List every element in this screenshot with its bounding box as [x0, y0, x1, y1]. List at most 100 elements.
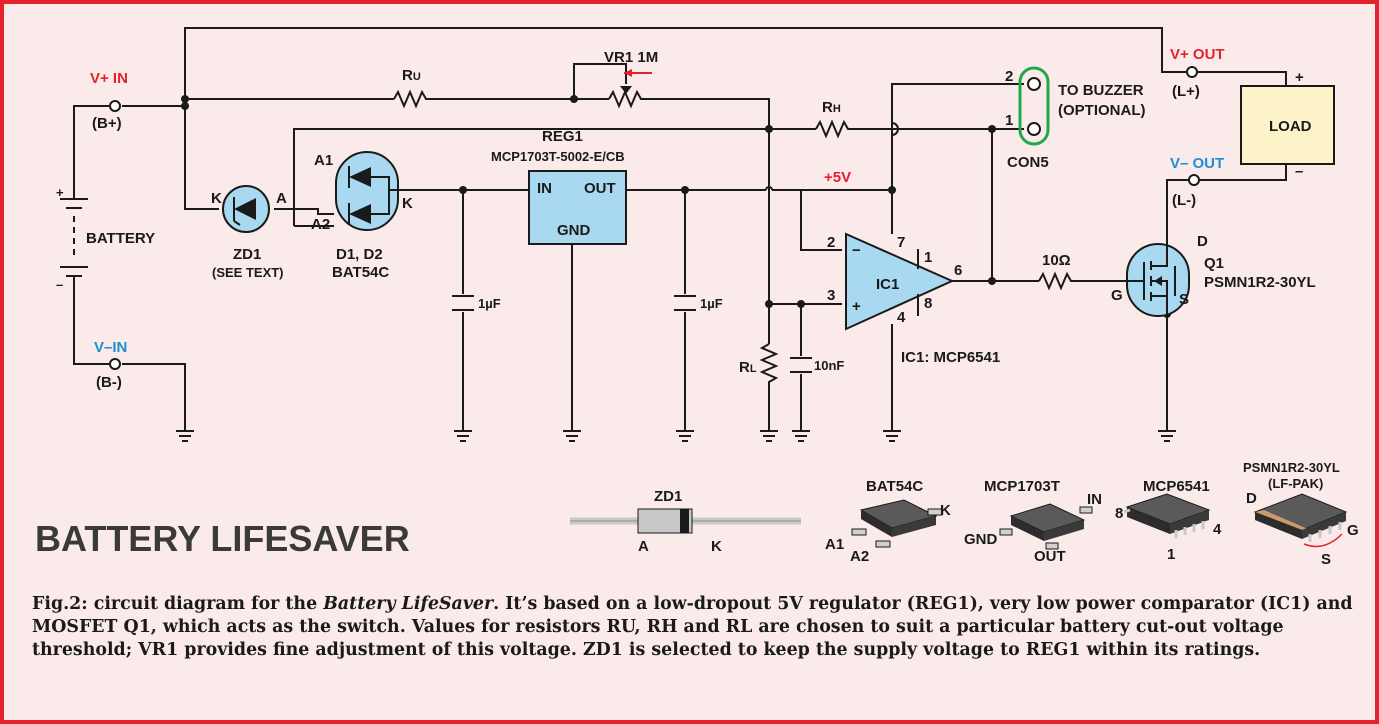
svg-text:MCP1703T: MCP1703T: [984, 478, 1060, 495]
capacitor-c1: 1µF: [452, 295, 501, 311]
svg-text:IN: IN: [537, 180, 552, 197]
terminal-v-plus-in: V+ IN (B+): [90, 70, 128, 132]
svg-text:G: G: [1347, 522, 1359, 539]
package-zd1: ZD1 A K: [570, 488, 801, 555]
ground-symbols: [176, 430, 1176, 442]
diagram-title: BATTERY LIFESAVER: [35, 518, 410, 559]
svg-text:(LF-PAK): (LF-PAK): [1268, 476, 1323, 491]
svg-text:8: 8: [924, 295, 932, 312]
svg-text:K: K: [940, 502, 951, 519]
svg-text:A2: A2: [850, 548, 869, 565]
svg-text:(L+): (L+): [1172, 83, 1200, 100]
zener-zd1: K A ZD1 (SEE TEXT): [211, 185, 287, 280]
resistor-ru: RU: [393, 67, 429, 109]
svg-text:(OPTIONAL): (OPTIONAL): [1058, 102, 1146, 119]
svg-text:ZD1: ZD1: [654, 488, 682, 505]
svg-text:REG1: REG1: [542, 128, 583, 145]
svg-text:A1: A1: [314, 152, 333, 169]
svg-text:Q1: Q1: [1204, 255, 1224, 272]
svg-text:ZD1: ZD1: [233, 246, 261, 263]
resistor-gate: 10Ω: [1038, 252, 1072, 291]
svg-text:−: −: [852, 242, 861, 259]
svg-text:A: A: [638, 538, 649, 555]
svg-text:OUT: OUT: [584, 180, 616, 197]
svg-text:(SEE TEXT): (SEE TEXT): [212, 265, 284, 280]
svg-text:1: 1: [924, 249, 932, 266]
svg-text:G: G: [1111, 287, 1123, 304]
svg-text:D: D: [1246, 490, 1257, 507]
terminal-v-minus-in: V–IN (B-): [94, 339, 127, 391]
svg-text:V–IN: V–IN: [94, 339, 127, 356]
svg-text:OUT: OUT: [1034, 548, 1066, 565]
svg-text:BATTERY: BATTERY: [86, 230, 155, 247]
svg-text:GND: GND: [964, 531, 998, 548]
svg-text:10nF: 10nF: [814, 358, 844, 373]
svg-text:IC1: MCP6541: IC1: MCP6541: [901, 349, 1000, 366]
svg-text:IN: IN: [1087, 491, 1102, 508]
svg-text:(B-): (B-): [96, 374, 122, 391]
capacitor-c2: 1µF: [674, 295, 723, 311]
circuit-schematic: V+ IN (B+) V–IN (B-) V+ OUT (L+) V– OUT …: [35, 27, 1359, 568]
package-psmn1r2: PSMN1R2-30YL (LF-PAK) D G S: [1243, 460, 1359, 568]
svg-text:K: K: [402, 195, 413, 212]
svg-text:1: 1: [1167, 546, 1175, 563]
resistor-rl: RL: [739, 343, 779, 388]
junctions: [181, 95, 1171, 318]
svg-text:7: 7: [897, 234, 905, 251]
svg-text:(B+): (B+): [92, 115, 122, 132]
svg-text:V+ OUT: V+ OUT: [1170, 46, 1225, 63]
package-mcp1703t: MCP1703T IN GND OUT: [964, 478, 1102, 565]
wiring: [73, 27, 1287, 431]
svg-text:V+ IN: V+ IN: [90, 70, 128, 87]
svg-text:RL: RL: [739, 359, 757, 376]
resistor-rh: RH: [815, 99, 851, 139]
diodes-d1-d2: A1 A2 K D1, D2 BAT54C: [311, 151, 413, 281]
svg-text:+: +: [1295, 69, 1304, 86]
svg-text:D: D: [1197, 233, 1208, 250]
svg-text:A1: A1: [825, 536, 844, 553]
svg-text:1: 1: [1005, 112, 1013, 129]
comparator-ic1: − + IC1 2 3 7 1 8 4 6 IC1: MCP6541: [827, 232, 1000, 366]
svg-text:–: –: [1295, 163, 1303, 180]
svg-text:+: +: [852, 298, 861, 315]
svg-text:K: K: [711, 538, 722, 555]
svg-text:RU: RU: [402, 67, 421, 84]
svg-text:10Ω: 10Ω: [1042, 252, 1071, 269]
svg-text:A: A: [276, 190, 287, 207]
potentiometer-vr1: VR1 1M: [604, 49, 658, 109]
svg-text:RH: RH: [822, 99, 841, 116]
svg-text:D1, D2: D1, D2: [336, 246, 383, 263]
svg-text:A2: A2: [311, 216, 330, 233]
svg-text:MCP6541: MCP6541: [1143, 478, 1210, 495]
svg-text:TO BUZZER: TO BUZZER: [1058, 82, 1144, 99]
svg-text:+: +: [56, 185, 64, 200]
svg-text:(L-): (L-): [1172, 192, 1196, 209]
svg-text:4: 4: [1213, 521, 1222, 538]
svg-text:1µF: 1µF: [700, 296, 723, 311]
svg-text:3: 3: [827, 287, 835, 304]
package-bat54c: BAT54C K A1 A2: [825, 478, 951, 565]
svg-text:BAT54C: BAT54C: [332, 264, 389, 281]
svg-text:K: K: [211, 190, 222, 207]
figure-caption: Fig.2: circuit diagram for the Battery L…: [32, 594, 1353, 660]
load-box: LOAD + –: [1240, 69, 1335, 180]
svg-text:1µF: 1µF: [478, 296, 501, 311]
svg-text:IC1: IC1: [876, 276, 899, 293]
svg-text:V– OUT: V– OUT: [1170, 155, 1224, 172]
svg-text:6: 6: [954, 262, 962, 279]
rail-5v-label: +5V: [824, 169, 851, 186]
connector-con5: 2 1 TO BUZZER (OPTIONAL) CON5: [1005, 66, 1146, 171]
mosfet-q1: D G S Q1 PSMN1R2-30YL: [1111, 233, 1316, 317]
regulator-reg1: IN OUT GND REG1 MCP1703T-5002-E/CB: [491, 128, 627, 245]
svg-text:S: S: [1179, 291, 1189, 308]
svg-text:VR1 1M: VR1 1M: [604, 49, 658, 66]
svg-text:2: 2: [1005, 68, 1013, 85]
svg-text:PSMN1R2-30YL: PSMN1R2-30YL: [1204, 274, 1316, 291]
svg-text:LOAD: LOAD: [1269, 118, 1312, 135]
terminal-v-plus-out: V+ OUT (L+): [1170, 46, 1225, 100]
package-mcp6541: MCP6541 8 4 1: [1115, 478, 1222, 563]
capacitor-c3: 10nF: [790, 357, 844, 373]
terminal-v-minus-out: V– OUT (L-): [1170, 155, 1224, 209]
svg-text:GND: GND: [557, 222, 591, 239]
